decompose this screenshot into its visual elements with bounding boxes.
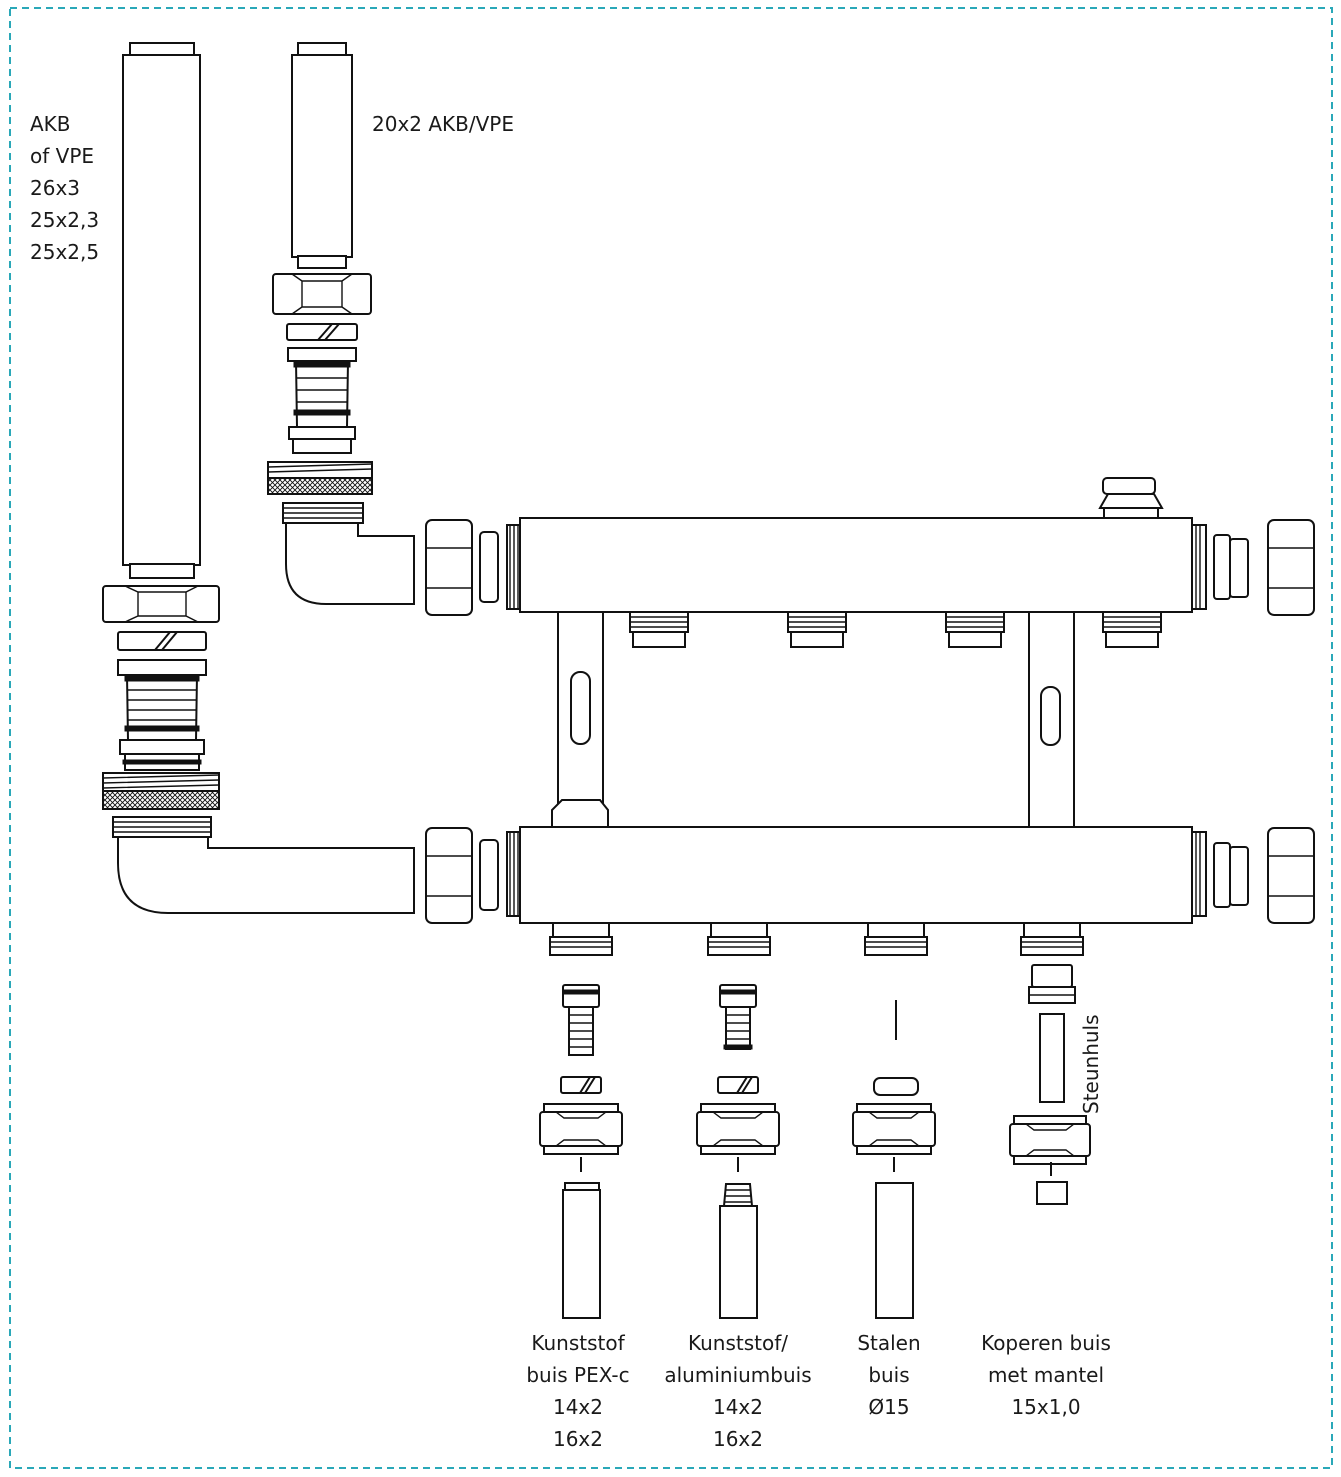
small-pipe [291, 54, 353, 258]
label-akb-line-5: 25x2,5 [30, 240, 99, 264]
small-pipe-assembly [267, 42, 415, 605]
large-pipe-assembly [102, 42, 415, 914]
label-alu-line-4: 16x2 [713, 1427, 763, 1451]
label-steel-line-1: Stalen [857, 1331, 920, 1355]
alu-connection-kit [696, 984, 780, 1319]
label-pex-line-1: Kunststof [531, 1331, 625, 1355]
large-insert-fitting [117, 659, 207, 771]
label-copper-line-3: 15x1,0 [1011, 1395, 1080, 1419]
label-steel-line-3: Ø15 [868, 1395, 909, 1419]
large-split-ring [117, 631, 207, 651]
label-alu-line-1: Kunststof/ [688, 1331, 788, 1355]
label-akb-line-1: AKB [30, 112, 71, 136]
top-manifold-bar [519, 517, 1193, 613]
label-pex-line-3: 14x2 [553, 1395, 603, 1419]
label-copper-line-1: Koperen buis [981, 1331, 1111, 1355]
label-copper: Koperen buis met mantel 15x1,0 [981, 1331, 1111, 1419]
top-manifold [425, 477, 1315, 648]
pex-connection-kit [539, 984, 623, 1319]
label-akb-line-4: 25x2,3 [30, 208, 99, 232]
manifold-bracket-right [1028, 611, 1075, 828]
small-adapter-thread [267, 461, 373, 495]
large-elbow [117, 836, 415, 914]
label-steel-line-2: buis [868, 1363, 909, 1387]
bottom-manifold [425, 826, 1315, 956]
small-compression-nut [272, 273, 372, 315]
small-split-ring [286, 323, 358, 341]
dashed-frame [9, 7, 1333, 1469]
large-adapter-thread [102, 772, 220, 810]
manifold-bracket-left [551, 611, 609, 829]
label-akb-line-3: 26x3 [30, 176, 80, 200]
small-elbow-thread [282, 502, 364, 524]
label-akb-line-2: of VPE [30, 144, 94, 168]
label-steel: Stalen buis Ø15 [857, 1331, 920, 1419]
label-akb-vpe-20: 20x2 AKB/VPE [372, 112, 514, 136]
label-alu-line-2: aluminiumbuis [664, 1363, 811, 1387]
large-pipe [122, 54, 201, 566]
small-insert-fitting [287, 347, 357, 454]
label-pex-line-2: buis PEX-c [526, 1363, 629, 1387]
label-alu-line-3: 14x2 [713, 1395, 763, 1419]
steel-connection-kit [852, 1000, 936, 1319]
large-compression-nut [102, 585, 220, 623]
small-elbow [285, 522, 415, 605]
bottom-manifold-bar [519, 826, 1193, 924]
label-steunhuls: Steunhuls [1079, 1014, 1103, 1114]
label-pex: Kunststof buis PEX-c 14x2 16x2 [526, 1331, 629, 1451]
label-alu: Kunststof/ aluminiumbuis 14x2 16x2 [664, 1331, 811, 1451]
large-elbow-thread [112, 816, 212, 838]
label-copper-line-2: met mantel [988, 1363, 1104, 1387]
label-pex-line-4: 16x2 [553, 1427, 603, 1451]
label-akb-vpe: AKB of VPE 26x3 25x2,3 25x2,5 [30, 112, 99, 264]
copper-connection-kit [1009, 964, 1091, 1205]
